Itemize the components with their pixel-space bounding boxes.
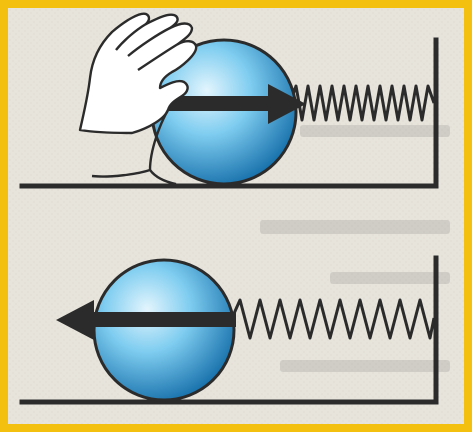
force-arrow-shaft-bottom	[88, 312, 236, 327]
ball-bottom	[94, 260, 234, 400]
